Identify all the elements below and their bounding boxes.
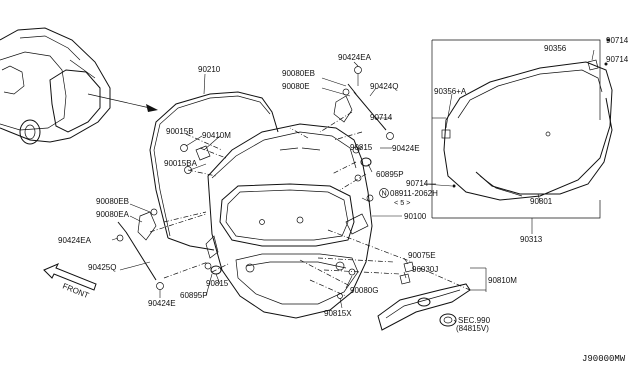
label-90356A: 90356+A <box>434 87 467 96</box>
emblem <box>439 313 457 327</box>
svg-text:N: N <box>382 189 387 198</box>
label-sec990-ref: (84815V) <box>456 324 489 333</box>
label-60895P-right: 60895P <box>376 170 404 179</box>
label-90424Q: 90424Q <box>370 82 398 91</box>
label-96030J: 96030J <box>412 265 438 274</box>
label-90080EB-top: 90080EB <box>282 69 315 78</box>
label-sec990: SEC.990 <box>458 316 491 325</box>
label-90815-top: 90815 <box>350 143 373 152</box>
front-label: FRONT <box>61 282 90 301</box>
label-90424EA-top: 90424EA <box>338 53 372 62</box>
label-90080EA: 90080EA <box>96 210 130 219</box>
rear-glass-group <box>423 38 613 234</box>
label-90080E: 90080E <box>282 82 310 91</box>
label-90714-lower: 90714 <box>406 179 429 188</box>
label-90015BA: 90015BA <box>164 159 198 168</box>
gas-strut-right <box>347 66 394 140</box>
weatherstrip-seal <box>149 73 279 251</box>
back-door-panel <box>205 123 402 319</box>
finisher-panel <box>377 267 487 331</box>
fasteners <box>180 144 415 299</box>
label-90815-bottom: 90815 <box>206 279 229 288</box>
label-90313: 90313 <box>520 235 543 244</box>
label-90424E-left: 90424E <box>148 299 176 308</box>
gas-strut-left <box>116 221 164 290</box>
part-labels: 90210 90424EA 90080EB 90080E 90424Q 9001… <box>58 36 629 333</box>
label-90080G: 90080G <box>350 286 378 295</box>
label-90815X: 90815X <box>324 309 352 318</box>
label-90100: 90100 <box>404 212 427 221</box>
label-90714-mid: 90714 <box>370 113 393 122</box>
label-90410M: 90410M <box>202 131 231 140</box>
label-60895P-bottom: 60895P <box>180 291 208 300</box>
label-90801: 90801 <box>530 197 553 206</box>
label-90714-tr1: 90714 <box>606 36 629 45</box>
label-08911-qty: < 5 > <box>394 198 410 207</box>
label-90210: 90210 <box>198 65 221 74</box>
label-08911: 08911-2062H <box>390 189 438 198</box>
label-90015B: 90015B <box>166 127 194 136</box>
label-90810M: 90810M <box>488 276 517 285</box>
label-90080EB-left: 90080EB <box>96 197 129 206</box>
label-90714-tr2: 90714 <box>606 55 629 64</box>
label-90424E-right: 90424E <box>392 144 420 153</box>
hinge-left <box>137 208 158 241</box>
label-90356: 90356 <box>544 44 567 53</box>
vehicle-illustration <box>0 27 158 145</box>
diagram-code: J90000MW <box>582 354 626 364</box>
label-90075E: 90075E <box>408 251 436 260</box>
label-08911-group: N 08911-2062H < 5 > <box>379 188 438 207</box>
label-leaders <box>111 61 457 323</box>
label-90425Q: 90425Q <box>88 263 116 272</box>
label-90424EA-left: 90424EA <box>58 236 92 245</box>
